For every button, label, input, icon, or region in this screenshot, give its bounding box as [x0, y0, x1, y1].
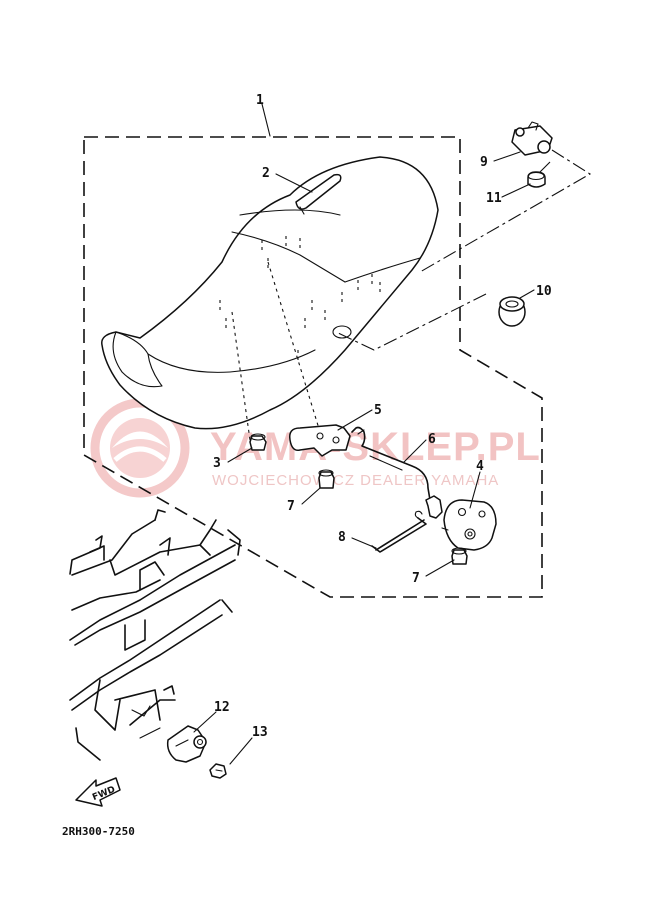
collar-7a	[318, 469, 335, 489]
seat	[101, 156, 439, 441]
spring-rod	[371, 510, 427, 553]
lock-bracket	[441, 499, 497, 551]
callout-10: 10	[536, 284, 552, 299]
callout-4: 4	[476, 459, 484, 474]
bracket-5	[288, 424, 351, 457]
seat-strap	[295, 173, 342, 215]
callout-6: 6	[428, 432, 436, 447]
watermark-subtitle: WOJCIECHOWICZ DEALER YAMAHA	[212, 472, 499, 489]
callout-13: 13	[252, 725, 268, 740]
bracket-12	[166, 725, 207, 763]
callout-7-lower: 7	[412, 571, 420, 586]
callout-5: 5	[374, 403, 382, 418]
forward-arrow: FWD	[75, 777, 121, 807]
assembly-boundary	[83, 136, 543, 598]
bolt-13	[209, 763, 227, 779]
callout-7-upper: 7	[287, 499, 295, 514]
callouts: 1 2 3 4 5 6 7 7 8 9 10 11 12 13	[213, 93, 552, 740]
leader-lines	[193, 103, 592, 765]
lock-rod	[351, 426, 443, 519]
frame	[69, 509, 241, 761]
grommet	[498, 296, 526, 327]
nut-3	[249, 433, 267, 451]
callout-2: 2	[262, 166, 270, 181]
callout-3: 3	[213, 456, 221, 471]
collar-7b	[451, 547, 468, 565]
callout-8: 8	[338, 530, 346, 545]
cap	[527, 171, 546, 188]
callout-1: 1	[256, 93, 264, 108]
diagram-code: 2RH300-7250	[62, 825, 135, 838]
callout-12: 12	[214, 700, 230, 715]
callout-11: 11	[486, 191, 502, 206]
callout-9: 9	[480, 155, 488, 170]
connector	[511, 121, 553, 156]
